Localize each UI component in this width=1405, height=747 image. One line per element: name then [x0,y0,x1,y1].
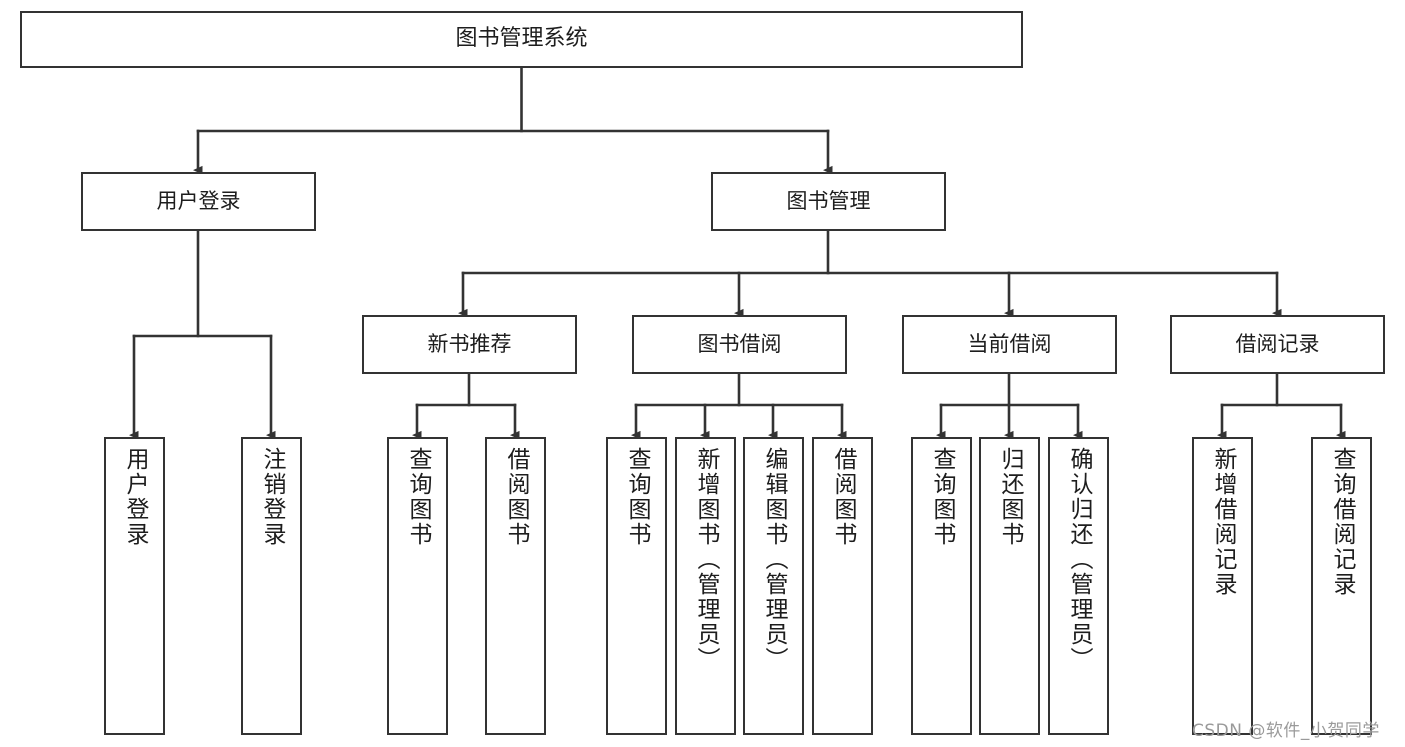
node-label: 图书借阅 [697,331,782,356]
node-leaf-current-query-book[interactable]: 查询图书 [911,437,972,735]
node-leaf-records-query-record[interactable]: 查询借阅记录 [1311,437,1372,735]
node-book-management[interactable]: 图书管理 [711,172,946,231]
node-borrow-records[interactable]: 借阅记录 [1170,315,1385,374]
node-leaf-current-confirm-return-admin[interactable]: 确认归还（管理员） [1048,437,1109,735]
node-label: 借阅记录 [1235,331,1320,356]
node-label: 图书管理系统 [455,26,588,52]
node-leaf-borrow-edit-book-admin[interactable]: 编辑图书（管理员） [743,437,804,735]
node-leaf-borrow-query-book[interactable]: 查询图书 [606,437,667,735]
node-label: 新增借阅记录 [1210,447,1236,597]
node-label: 编辑图书（管理员） [761,447,787,672]
node-label: 用户登录 [156,188,241,213]
node-label: 当前借阅 [967,331,1052,356]
node-book-borrow[interactable]: 图书借阅 [632,315,847,374]
node-label: 查询借阅记录 [1329,447,1355,597]
node-leaf-newbook-borrow-book[interactable]: 借阅图书 [485,437,546,735]
node-leaf-borrow-borrow-book[interactable]: 借阅图书 [812,437,873,735]
node-label: 新增图书（管理员） [693,447,719,672]
node-leaf-logout[interactable]: 注销登录 [241,437,302,735]
node-label: 确认归还（管理员） [1066,447,1092,672]
node-user-login[interactable]: 用户登录 [81,172,316,231]
node-leaf-borrow-add-book-admin[interactable]: 新增图书（管理员） [675,437,736,735]
node-leaf-user-login[interactable]: 用户登录 [104,437,165,735]
node-label: 查询图书 [405,447,431,547]
node-new-book-recommend[interactable]: 新书推荐 [362,315,577,374]
node-label: 查询图书 [929,447,955,547]
node-label: 查询图书 [624,447,650,547]
node-label: 用户登录 [122,447,148,547]
node-leaf-current-return-book[interactable]: 归还图书 [979,437,1040,735]
node-leaf-newbook-query-book[interactable]: 查询图书 [387,437,448,735]
node-label: 归还图书 [997,447,1023,547]
node-label: 借阅图书 [503,447,529,547]
node-label: 新书推荐 [427,331,512,356]
node-current-borrow[interactable]: 当前借阅 [902,315,1117,374]
node-leaf-records-add-record[interactable]: 新增借阅记录 [1192,437,1253,735]
node-label: 图书管理 [786,188,871,213]
node-label: 注销登录 [259,447,285,547]
node-root-system[interactable]: 图书管理系统 [20,11,1023,68]
node-label: 借阅图书 [830,447,856,547]
